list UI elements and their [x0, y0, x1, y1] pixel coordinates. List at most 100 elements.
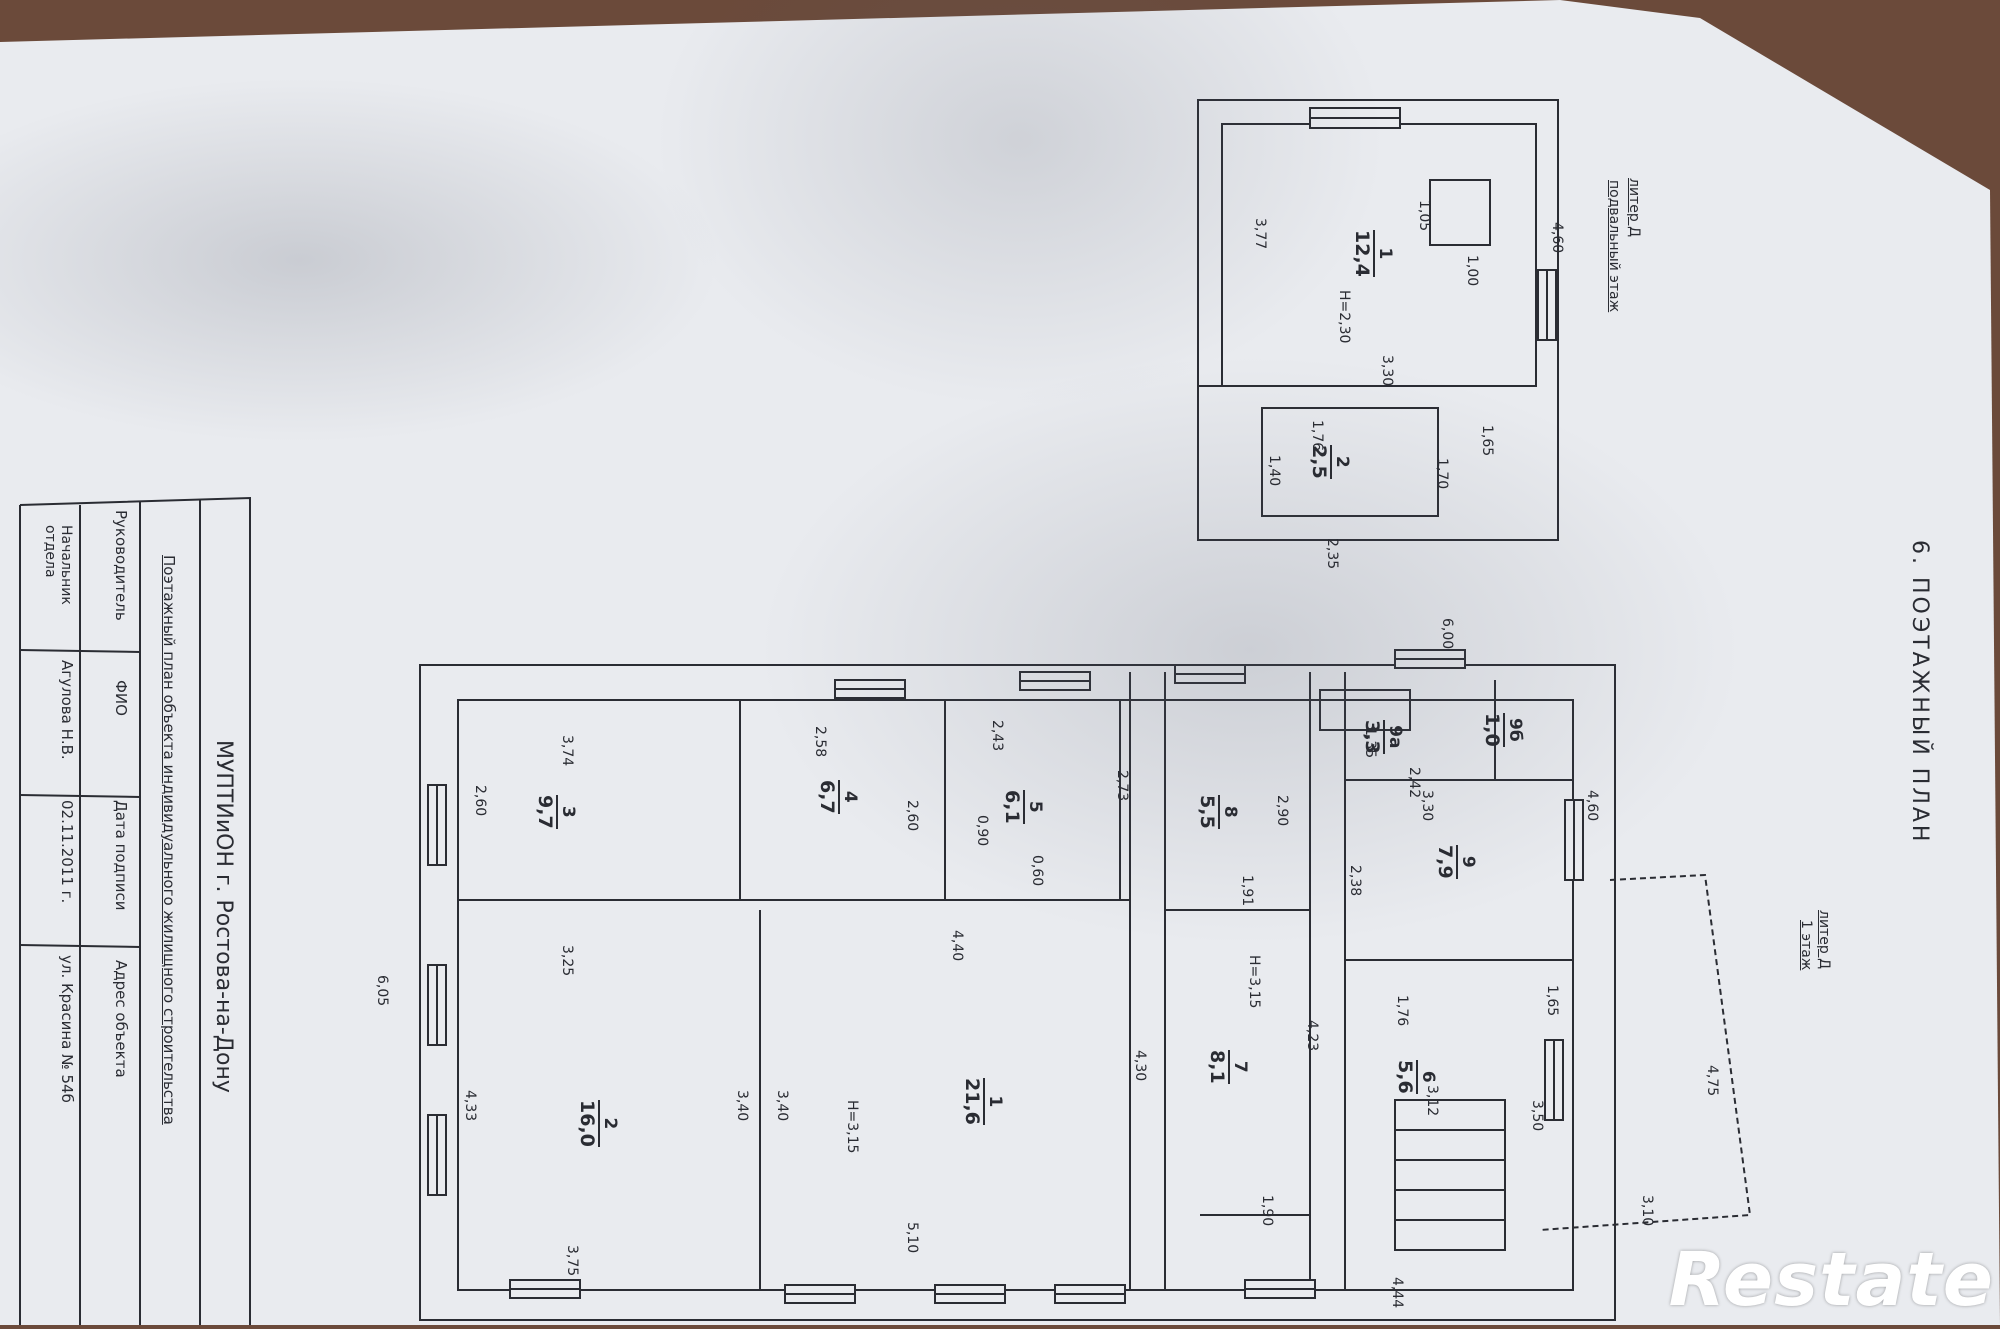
- floor-dim-9: 0,60: [1029, 855, 1045, 887]
- room-label-7-area: 8,1: [1206, 1050, 1228, 1084]
- room-label-4-area: 6,7: [816, 780, 838, 814]
- floor-dim-8: 0,90: [974, 815, 990, 847]
- title-col-fio: ФИО: [112, 680, 130, 716]
- basement-room-label-2-number: 2: [1330, 445, 1352, 479]
- restate-logo: Restate: [1668, 1237, 1994, 1323]
- org-name: МУПТИиОН г. Ростова-на-Дону: [211, 740, 236, 1093]
- first-floor-inner-wall: [457, 699, 1574, 1291]
- room-label-7-number: 7: [1228, 1050, 1250, 1084]
- basement-room-label-1-number: 1: [1373, 230, 1395, 277]
- first-floor-stair: [1394, 1099, 1506, 1251]
- floor-dim-4: 2,43: [989, 720, 1005, 752]
- head-label: Начальник отдела: [42, 525, 74, 605]
- room-label-1-area: 21,6: [961, 1078, 983, 1125]
- room-label-9б-area: 1,0: [1481, 713, 1503, 747]
- floor-dim-7: 2,60: [904, 800, 920, 832]
- floor-dim-15: 3,40: [774, 1090, 790, 1122]
- room-label-9-number: 9: [1456, 845, 1478, 879]
- room-label-5-area: 6,1: [1001, 790, 1023, 824]
- title-block-frame: [19, 496, 251, 1325]
- floor-dim-0: 6,00: [1439, 618, 1455, 650]
- floor-dim-16: Н=3,15: [844, 1100, 860, 1154]
- floor-dim-6: 2,60: [472, 785, 488, 817]
- basement-dim-10: 2,35: [1324, 538, 1340, 570]
- plan-heading: 6. ПОЭТАЖНЫЙ ПЛАН: [1907, 540, 1932, 845]
- room-label-8-number: 8: [1218, 795, 1240, 829]
- floor-dim-31: 3,50: [1529, 1100, 1545, 1132]
- plans-geometry: [419, 99, 1752, 1321]
- floor-dim-11: 4,40: [949, 930, 965, 962]
- basement-room-label-1-area: 12,4: [1351, 230, 1373, 277]
- floor-dim-27: 2,38: [1347, 865, 1363, 897]
- floor-dim-28: 1,76: [1394, 995, 1410, 1027]
- basement-dim-2: 1,05: [1416, 200, 1432, 232]
- room-label-3-number: 3: [556, 795, 578, 829]
- basement-dim-1: 3,77: [1252, 218, 1268, 250]
- room-label-2-area: 16,0: [576, 1100, 598, 1147]
- title-col-address: Адрес объекта: [112, 960, 130, 1078]
- basement-dim-6: 1,76: [1309, 420, 1325, 452]
- floor-dim-18: 3,75: [564, 1245, 580, 1277]
- floor-dim-22: Н=3,15: [1246, 955, 1262, 1009]
- basement-dim-3: 1,00: [1464, 255, 1480, 287]
- floor-dim-32: 4,75: [1704, 1065, 1720, 1097]
- bathtub: [1319, 689, 1411, 731]
- first-floor-liter: литер Д: [1816, 910, 1832, 970]
- floor-dim-33: 3,10: [1639, 1195, 1655, 1227]
- floor-dim-3: 2,58: [812, 726, 828, 758]
- room-label-8-area: 5,5: [1196, 795, 1218, 829]
- basement-dim-5: 3,30: [1379, 355, 1395, 387]
- floor-dim-2: 3,74: [559, 735, 575, 767]
- floor-dim-12: 6,05: [374, 975, 390, 1007]
- head-name: Агулова Н.В.: [58, 660, 76, 760]
- floor-dim-29: 1,65: [1544, 985, 1560, 1017]
- floor-dim-13: 4,33: [462, 1090, 478, 1122]
- basement-dim-4: Н=2,30: [1336, 290, 1352, 344]
- floor-dim-30: 3,12: [1424, 1085, 1440, 1117]
- basement-dim-9: 1,70: [1434, 458, 1450, 490]
- room-label-9-area: 7,9: [1434, 845, 1456, 879]
- floor-dim-21: 1,91: [1239, 875, 1255, 907]
- basement-dim-0: 4,60: [1549, 222, 1565, 254]
- document-title: Поэтажный план объекта индивидуального ж…: [160, 555, 178, 1125]
- room-label-9а-number: 9а: [1383, 720, 1405, 754]
- title-col-head: Руководитель: [112, 510, 130, 621]
- porch-outline: [1539, 873, 1752, 1231]
- floor-dim-34: 4,44: [1389, 1277, 1405, 1309]
- floor-dim-17: 4,30: [1132, 1050, 1148, 1082]
- basement-dim-7: 1,65: [1479, 425, 1495, 457]
- basement-room-2: [1261, 407, 1439, 517]
- floor-dim-26: 3,30: [1419, 790, 1435, 822]
- basement-dim-8: 1,40: [1266, 455, 1282, 487]
- floor-dim-24: 1,90: [1259, 1195, 1275, 1227]
- first-floor-label: 1 этаж: [1798, 920, 1814, 971]
- floor-dim-14: 3,40: [734, 1090, 750, 1122]
- floor-dim-1: 4,60: [1584, 790, 1600, 822]
- room-label-5-number: 5: [1023, 790, 1045, 824]
- floor-dim-23: 4,23: [1304, 1020, 1320, 1052]
- basement-floor: подвальный этаж: [1606, 180, 1622, 313]
- basement-stair: [1429, 179, 1491, 246]
- floor-dim-20: 2,90: [1274, 795, 1290, 827]
- room-label-4-number: 4: [838, 780, 860, 814]
- floor-dim-35: 1,35: [1362, 727, 1378, 759]
- floor-dim-5: 2,73: [1114, 770, 1130, 802]
- basement-liter: литер Д: [1626, 178, 1642, 238]
- floor-dim-19: 5,10: [904, 1222, 920, 1254]
- object-address: ул. Красина № 54б: [58, 955, 76, 1103]
- first-floor-outer-wall: [419, 664, 1616, 1321]
- basement-outer-wall: [1197, 99, 1559, 541]
- sign-date: 02.11.2011 г.: [58, 800, 76, 904]
